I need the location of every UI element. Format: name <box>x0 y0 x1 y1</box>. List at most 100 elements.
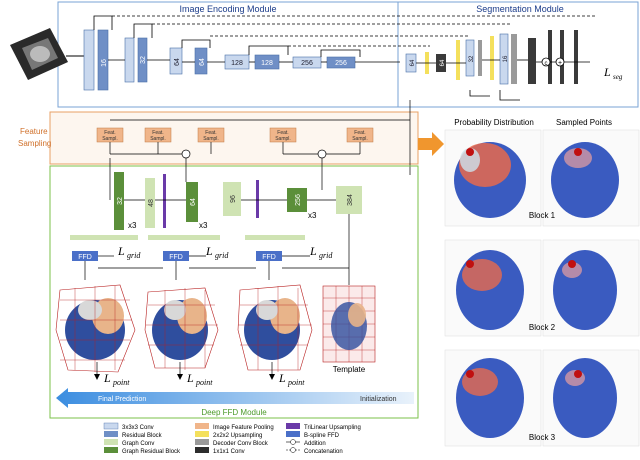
ffd-box-2 <box>163 251 189 261</box>
ffd-ch-5: 384 <box>347 194 354 206</box>
legend-swatch-6 <box>195 439 209 445</box>
input-ct-image <box>10 28 68 80</box>
encoding-module-title: Image Encoding Module <box>179 4 276 14</box>
legend-add-icon <box>290 439 296 445</box>
ffd-box-2-label: FFD <box>169 254 183 261</box>
svg-text:Feat.: Feat. <box>354 130 365 136</box>
loss-seg: L <box>603 65 611 79</box>
loss-grid-labels: L grid L grid L grid <box>117 244 333 260</box>
loss-point-3-sub: point <box>287 378 305 387</box>
seg-ch-4: 16 <box>503 55 509 62</box>
enc-ch-8: 256 <box>301 60 313 67</box>
seg-add-node <box>555 57 565 67</box>
seg-block-9 <box>560 30 564 84</box>
loss-point-1: L <box>103 371 111 385</box>
template-label: Template <box>333 365 366 374</box>
svg-text:Sampl.: Sampl. <box>150 136 166 142</box>
seg-block-10 <box>574 30 578 84</box>
feat-concat-1 <box>181 149 191 159</box>
legend-swatch-1 <box>104 431 118 437</box>
legend-swatch-2 <box>104 439 118 445</box>
seg-concat-symbol: c <box>545 61 548 67</box>
legend-concat-icon <box>290 447 296 453</box>
loss-grid-1-sub: grid <box>127 251 141 260</box>
x3-label-3: x3 <box>308 211 317 220</box>
legend-label-6: Decoder Conv Block <box>213 441 269 447</box>
loss-grid-3: L <box>309 244 317 258</box>
legend: 3x3x3 Conv Residual Block Graph Conv Gra… <box>103 422 361 455</box>
enc-ch-9: 256 <box>335 60 347 67</box>
ffd-box-3-label: FFD <box>262 254 276 261</box>
ffd-box-1 <box>72 251 98 261</box>
deep-ffd-title: Deep FFD Module <box>201 408 267 417</box>
heart-mesh-2 <box>144 287 219 370</box>
grid-bar-1 <box>70 235 138 240</box>
ffd-trilinear-1 <box>163 174 166 228</box>
enc-block-10 <box>326 56 356 69</box>
encoder-connections <box>93 15 595 63</box>
encoding-module-frame <box>57 1 399 108</box>
svg-text:Feat.: Feat. <box>205 130 216 136</box>
block-1-label: Block 1 <box>529 211 556 220</box>
heart-mesh-3 <box>237 284 313 372</box>
legend-swatch-3 <box>104 447 118 453</box>
legend-swatch-0 <box>103 422 119 430</box>
deep-ffd-frame <box>49 165 419 419</box>
loss-grid-1: L <box>117 244 125 258</box>
ffd-ch-1: 48 <box>148 199 155 207</box>
legend-label-10: Addition <box>304 441 326 447</box>
loss-point-2-sub: point <box>195 378 213 387</box>
template-grid <box>322 285 376 363</box>
seg-block-3 <box>465 39 475 77</box>
legend-label-0: 3x3x3 Conv <box>122 425 154 431</box>
legend-swatch-8 <box>286 423 300 429</box>
svg-text:Sampl.: Sampl. <box>203 136 219 142</box>
seg-concat-node <box>541 57 551 67</box>
legend-swatch-5 <box>195 431 209 437</box>
feat-concat-2 <box>317 149 327 159</box>
loss-point-3: L <box>278 371 286 385</box>
enc-ch-4: 64 <box>174 58 181 66</box>
loss-point-2: L <box>186 371 194 385</box>
legend-label-3: Graph Residual Block <box>122 449 181 455</box>
loss-point-1-sub: point <box>112 378 130 387</box>
right-heart-grid <box>444 129 640 447</box>
progress-arrow <box>56 388 414 408</box>
enc-ch-1: 16 <box>101 59 108 67</box>
legend-swatch-9 <box>286 431 300 437</box>
seg-block-2 <box>436 54 446 72</box>
grid-bar-3 <box>245 235 305 240</box>
legend-label-9: B-spline FFD <box>304 433 340 439</box>
seg-ch-0: 64 <box>410 59 416 66</box>
ffd-box-1-label: FFD <box>78 254 92 261</box>
legend-label-11: Concatenation <box>304 449 343 455</box>
enc-ch-6: 128 <box>231 60 243 67</box>
x3-label-2: x3 <box>199 221 208 230</box>
orange-arrow <box>418 132 444 156</box>
svg-text:Sampl.: Sampl. <box>275 136 291 142</box>
seg-block-5 <box>499 33 509 85</box>
seg-block-8 <box>548 30 552 84</box>
loss-grid-2-sub: grid <box>215 251 229 260</box>
legend-label-4: Image Feature Pooling <box>213 425 274 431</box>
legend-label-2: Graph Conv <box>122 441 154 447</box>
loss-grid-3-sub: grid <box>319 251 333 260</box>
ffd-connections <box>109 158 350 260</box>
svg-text:Feat.: Feat. <box>104 130 115 136</box>
enc-block-5 <box>169 47 183 75</box>
seg-ch-2: 32 <box>469 55 475 62</box>
svg-text:Sampl.: Sampl. <box>102 136 118 142</box>
seg-block-7 <box>528 38 536 84</box>
ffd-ch-3: 96 <box>230 195 237 203</box>
enc-block-6 <box>194 47 208 75</box>
loss-point-labels: L point L point L point <box>94 362 305 387</box>
enc-ch-7: 128 <box>261 60 273 67</box>
arrow-right-label: Initialization <box>360 396 397 403</box>
right-col2-title: Sampled Points <box>556 118 612 127</box>
svg-text:Sampl.: Sampl. <box>352 136 368 142</box>
feature-sampling-title-1: Feature <box>20 127 48 136</box>
seg-upsample-2 <box>456 40 460 80</box>
enc-block-1 <box>83 29 95 91</box>
block-2-label: Block 2 <box>529 323 556 332</box>
